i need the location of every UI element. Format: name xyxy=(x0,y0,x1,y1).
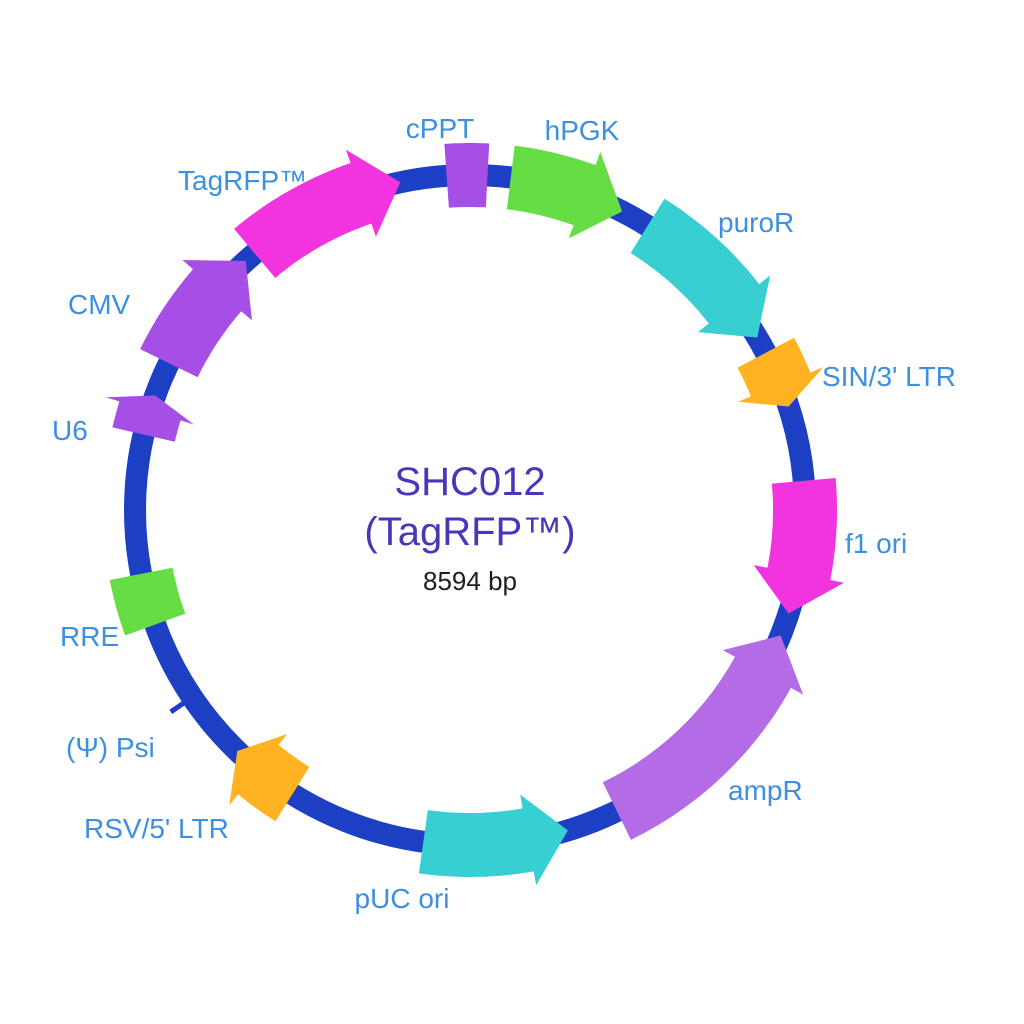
feature-SIN-3-LTR-arc xyxy=(737,337,824,407)
feature-psi-label: (Ψ) Psi xyxy=(66,732,155,763)
feature-f1-ori-arc xyxy=(753,478,844,614)
feature-SIN-3-LTR-label: SIN/3' LTR xyxy=(822,361,956,392)
feature-U6-label: U6 xyxy=(52,415,88,446)
feature-cPPT-label: cPPT xyxy=(406,113,474,144)
feature-RRE-arc xyxy=(109,567,186,636)
feature-TagRFP-arc xyxy=(234,149,401,278)
feature-hPGK-label: hPGK xyxy=(545,115,620,146)
feature-puroR-label: puroR xyxy=(718,207,794,238)
plasmid-subtitle: (TagRFP™) xyxy=(364,510,575,554)
feature-arcs xyxy=(106,143,844,886)
feature-ampR-label: ampR xyxy=(728,775,803,806)
feature-RSV-5-LTR-arc xyxy=(229,734,310,822)
feature-pUC-ori-label: pUC ori xyxy=(355,883,450,914)
feature-U6-arc xyxy=(106,395,194,442)
feature-RSV-5-LTR-label: RSV/5' LTR xyxy=(84,813,229,844)
feature-RRE-label: RRE xyxy=(60,621,119,652)
feature-puroR-arc xyxy=(630,198,771,338)
feature-labels: cPPT hPGK puroR SIN/3' LTR f1 ori ampR pUC ori… xyxy=(52,113,956,914)
feature-cPPT-arc xyxy=(444,143,490,208)
feature-hPGK-arc xyxy=(506,145,623,239)
feature-pUC-ori-arc xyxy=(418,794,568,886)
feature-CMV-arc xyxy=(140,260,252,378)
feature-ampR-arc xyxy=(602,635,804,840)
feature-CMV-label: CMV xyxy=(68,289,131,320)
plasmid-name: SHC012 xyxy=(394,460,545,504)
feature-f1-ori-label: f1 ori xyxy=(845,528,907,559)
feature-psi-marker xyxy=(169,693,197,714)
feature-TagRFP-label: TagRFP™ xyxy=(178,165,307,196)
plasmid-size: 8594 bp xyxy=(423,566,517,596)
